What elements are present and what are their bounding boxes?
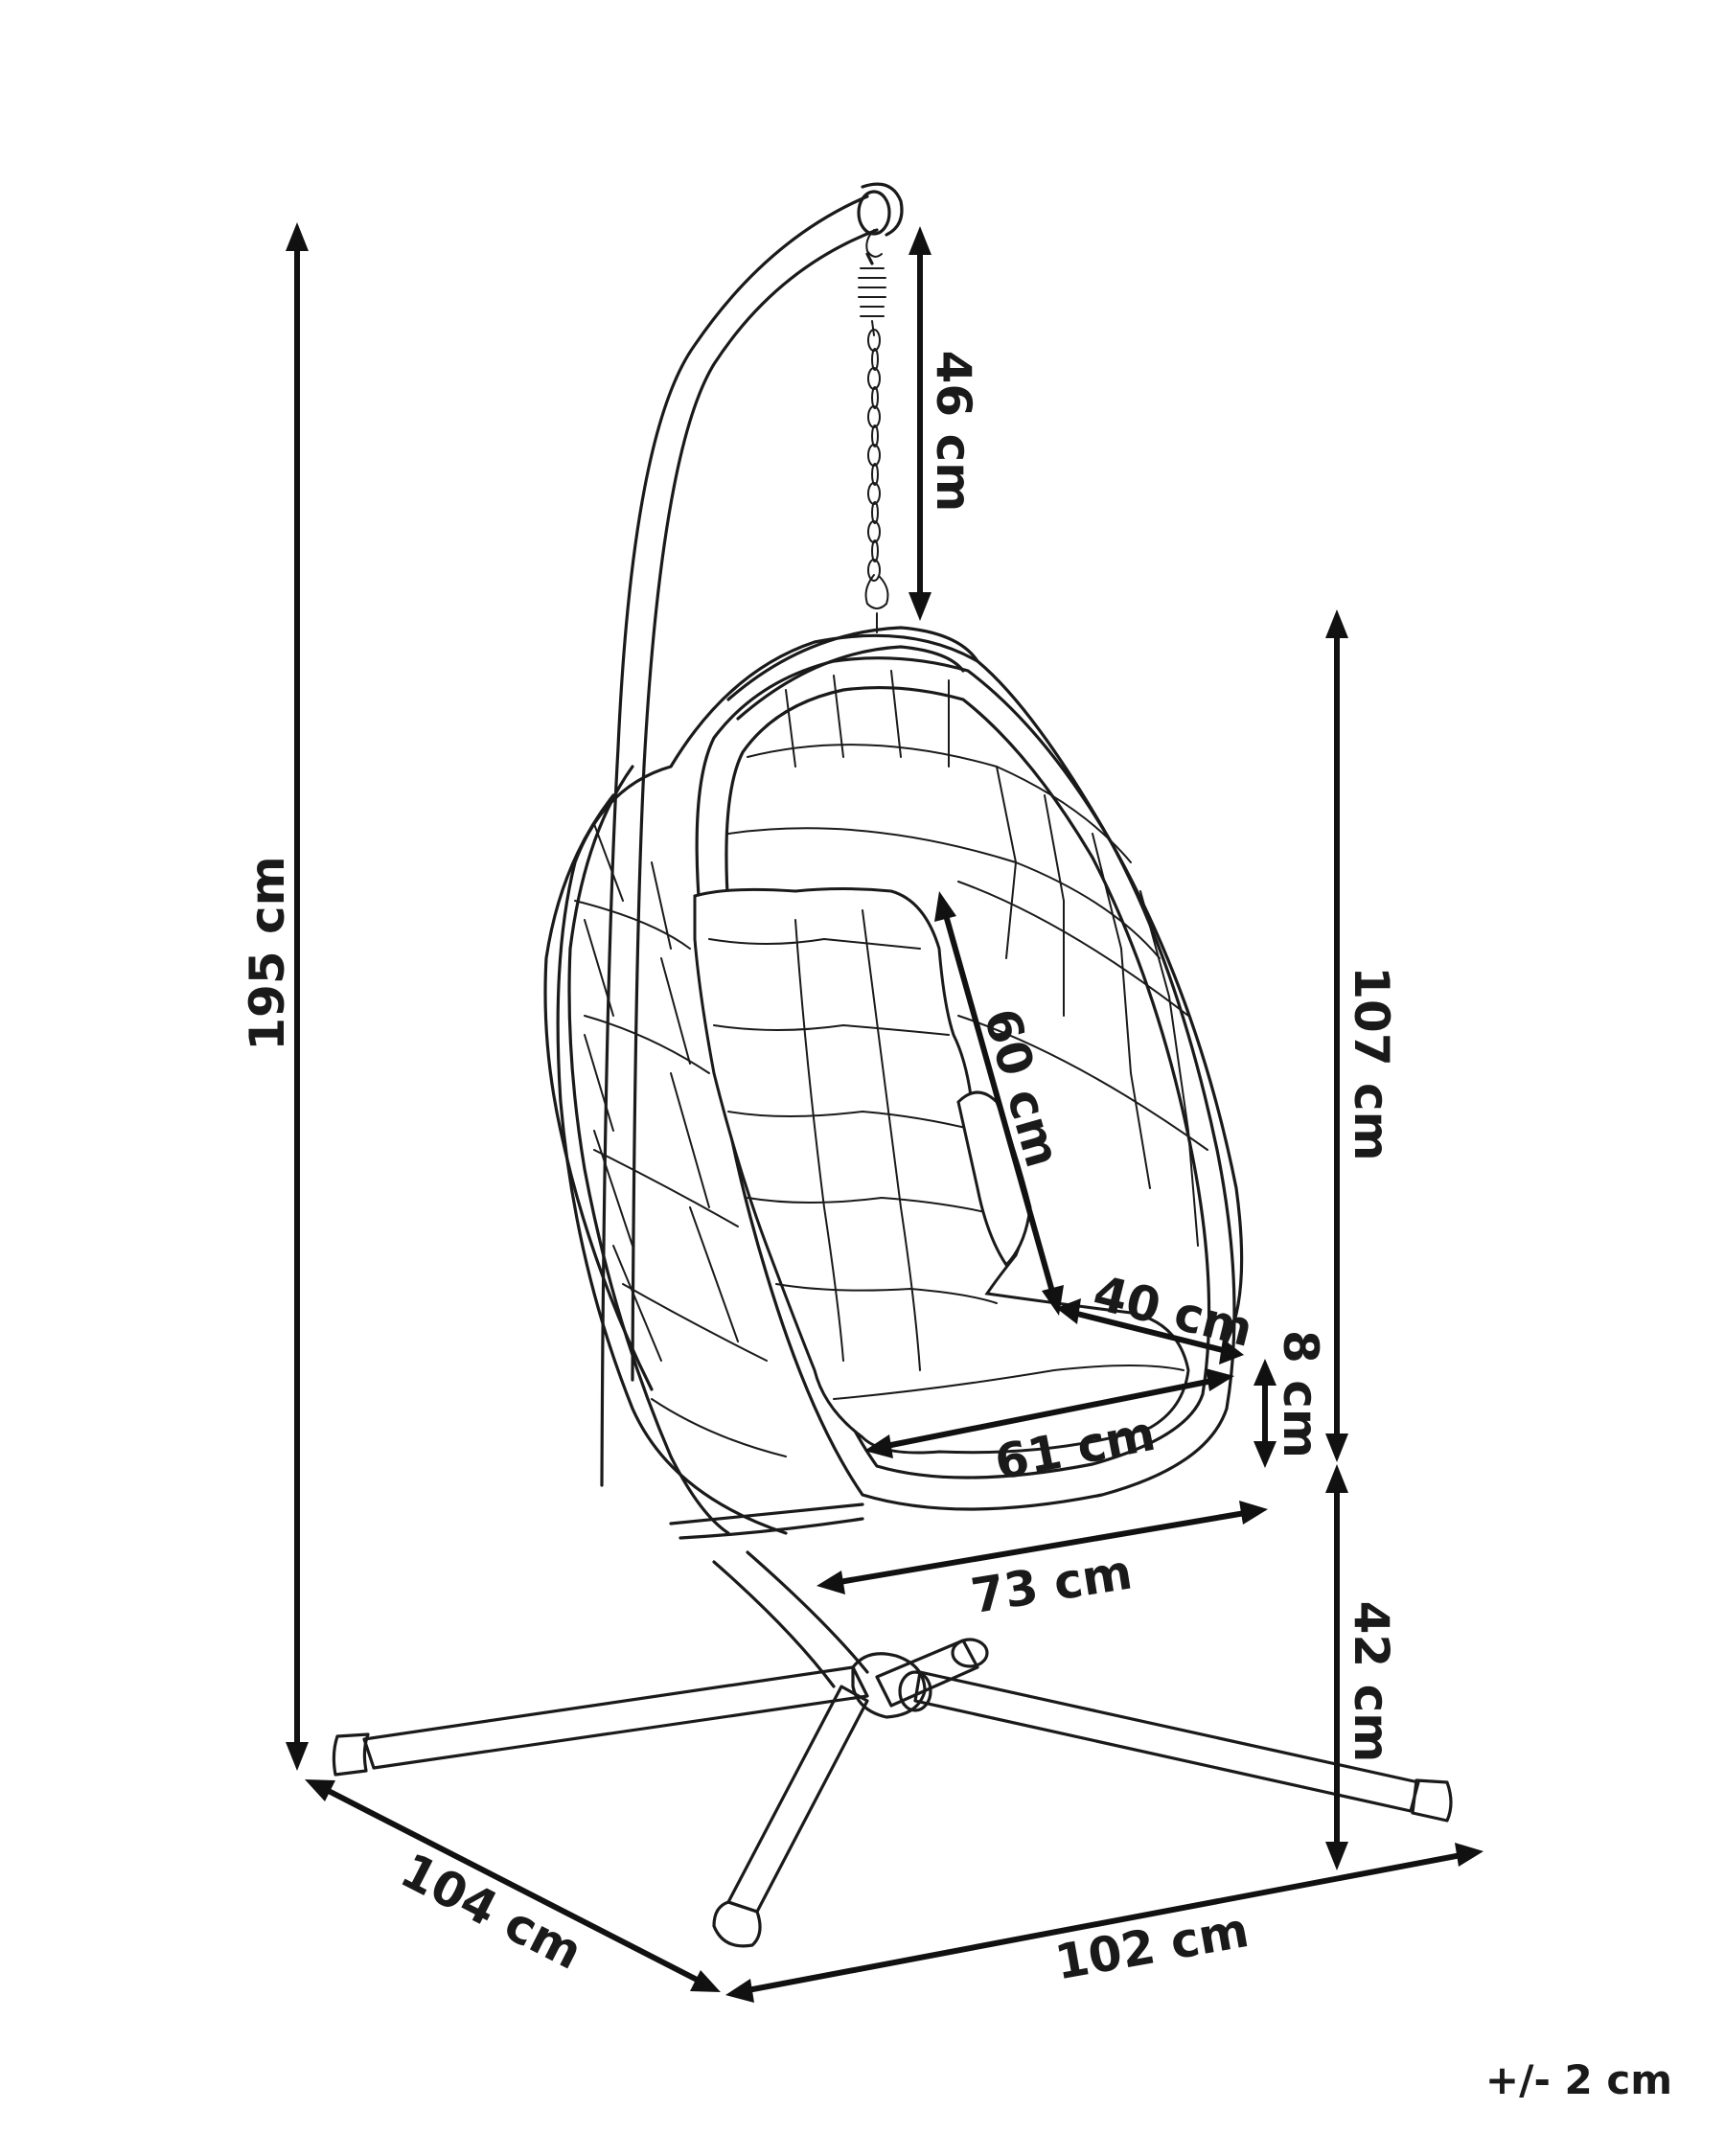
stand-base: [332, 1638, 1453, 1948]
wicker-weave: [574, 670, 1208, 1457]
stand-pole: [600, 182, 904, 1688]
dimension-arrows: [286, 222, 1484, 2003]
label-seat-height: 42 cm: [1344, 1601, 1399, 1763]
label-total-height: 195 cm: [240, 856, 295, 1051]
label-chain: 46 cm: [926, 351, 981, 513]
label-cushion-thickness: 8 cm: [1273, 1330, 1328, 1458]
egg-chair: [543, 626, 1244, 1540]
chain-assembly: [858, 229, 889, 633]
label-chair-height: 107 cm: [1344, 966, 1399, 1161]
tolerance-note: +/- 2 cm: [1485, 2056, 1672, 2103]
